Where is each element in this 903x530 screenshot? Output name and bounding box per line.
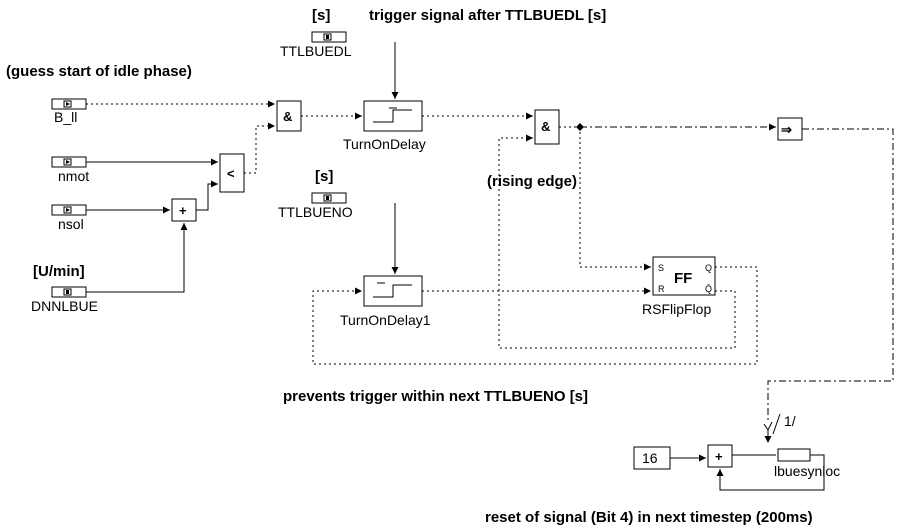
svg-text:Q̄: Q̄ (705, 284, 712, 294)
wire-compare-and (244, 122, 275, 174)
wire-sum-compare (196, 180, 218, 211)
rs-flipflop-block[interactable]: S R Q Q̄ FF (652, 256, 716, 296)
svg-text:R: R (658, 284, 665, 294)
sum-block-2[interactable]: + (707, 444, 733, 468)
param-port-ttlbueno[interactable] (311, 192, 347, 204)
input-port-b-ll[interactable] (51, 98, 87, 110)
wire-ff-q-delay1 (312, 266, 758, 365)
input-label-nsol: nsol (58, 216, 84, 232)
and-gate-2[interactable]: & (534, 109, 560, 145)
input-label-b-ll: B_ll (54, 109, 77, 125)
output-block[interactable]: ⇒ (777, 117, 803, 141)
svg-text:&: & (283, 109, 292, 124)
wire-output-slice (767, 128, 894, 420)
reset-note: reset of signal (Bit 4) in next timestep… (485, 509, 813, 526)
param-port-dnnlbue[interactable] (51, 286, 87, 298)
turn-on-delay1-label: TurnOnDelay1 (340, 312, 431, 328)
svg-text:+: + (179, 203, 187, 218)
turn-on-delay-block[interactable] (363, 100, 423, 132)
svg-text:FF: FF (674, 270, 692, 287)
turn-on-delay1-block[interactable] (363, 275, 423, 307)
branch-point (576, 123, 584, 131)
slice-tick (772, 413, 781, 435)
unit-label-ttlbueno: [s] (315, 168, 333, 185)
svg-text:<: < (227, 166, 235, 181)
svg-text:Q: Q (705, 263, 712, 273)
input-port-nmot[interactable] (51, 156, 87, 168)
wire-and2-ff-set (579, 127, 651, 271)
memory-label: lbuesynloc (774, 463, 840, 479)
slice-label: 1/ (784, 413, 796, 429)
svg-text:&: & (541, 119, 550, 134)
turn-on-delay-label: TurnOnDelay (343, 136, 426, 152)
wire-dnnlbue-sum (86, 223, 188, 293)
unit-label-ttlbuedl: [s] (312, 7, 330, 24)
trigger-title: trigger signal after TTLBUEDL [s] (369, 7, 606, 24)
param-label-ttlbueno: TTLBUENO (278, 204, 353, 220)
svg-text:⇒: ⇒ (781, 122, 792, 137)
slice-marker (763, 421, 773, 431)
svg-text:16: 16 (642, 450, 658, 466)
memory-block[interactable] (777, 448, 811, 462)
unit-label-dnnlbue: [U/min] (33, 263, 85, 280)
constant-block[interactable]: 16 (633, 446, 671, 470)
compare-block[interactable]: < (219, 153, 245, 193)
svg-text:S: S (658, 263, 664, 273)
svg-text:+: + (715, 449, 723, 464)
wire-ff-qbar-and2 (498, 134, 736, 349)
param-label-dnnlbue: DNNLBUE (31, 298, 98, 314)
rising-edge-note: (rising edge) (487, 173, 577, 190)
prevents-note: prevents trigger within next TTLBUENO [s… (283, 388, 588, 405)
param-label-ttlbuedl: TTLBUEDL (280, 43, 352, 59)
param-port-ttlbuedl[interactable] (311, 31, 347, 43)
input-port-nsol[interactable] (51, 204, 87, 216)
sum-block-1[interactable]: + (171, 198, 197, 222)
rs-flipflop-label: RSFlipFlop (642, 301, 711, 317)
wire-memory-feedback (716, 454, 825, 491)
and-gate-1[interactable]: & (276, 100, 302, 132)
input-label-nmot: nmot (58, 168, 89, 184)
guess-idle-note: (guess start of idle phase) (6, 63, 192, 80)
